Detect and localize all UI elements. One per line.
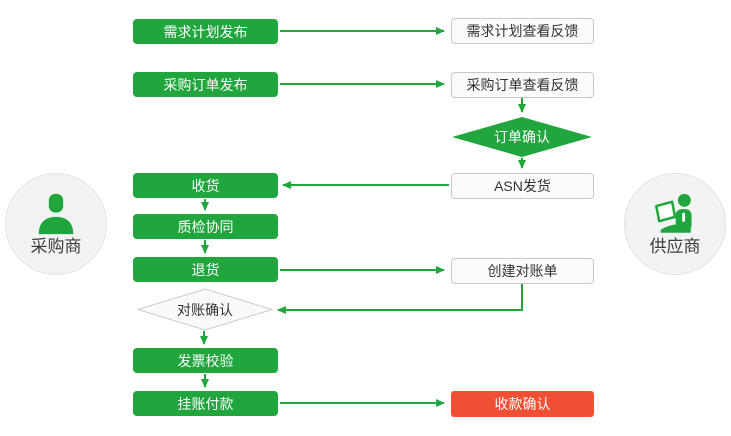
node-label: 创建对账单 (487, 263, 558, 279)
edge-statement-to-reconcile (277, 284, 523, 314)
actor-supplier: 供应商 (624, 173, 726, 275)
node-receive-goods: 收货 (133, 173, 278, 198)
node-label: ASN发货 (494, 178, 551, 194)
node-label: 采购订单查看反馈 (466, 77, 579, 93)
node-purchase-order-publish: 采购订单发布 (133, 72, 278, 97)
node-label: 收货 (191, 177, 220, 194)
person-laptop-icon (655, 193, 692, 233)
node-order-confirm: 订单确认 (452, 117, 592, 157)
node-demand-plan-feedback: 需求计划查看反馈 (451, 18, 594, 44)
diamond-shape (137, 288, 273, 331)
actor-supplier-label: 供应商 (649, 236, 701, 256)
node-reconciliation-confirm: 对账确认 (137, 288, 273, 331)
node-label: 对账确认 (177, 301, 233, 318)
node-purchase-order-feedback: 采购订单查看反馈 (451, 72, 594, 98)
actor-buyer-label: 采购商 (30, 236, 82, 256)
diamond-shape (452, 117, 592, 157)
actor-buyer: 采购商 (5, 173, 107, 275)
node-label: 需求计划发布 (163, 23, 248, 40)
node-label: 挂账付款 (177, 395, 234, 412)
person-icon (38, 193, 74, 234)
node-label: 订单确认 (494, 129, 550, 145)
node-create-statement: 创建对账单 (451, 258, 594, 284)
node-label: 采购订单发布 (163, 76, 248, 93)
node-quality-inspection: 质检协同 (133, 214, 278, 239)
node-demand-plan-publish: 需求计划发布 (133, 19, 278, 44)
node-label: 需求计划查看反馈 (466, 23, 579, 39)
node-label: 质检协同 (177, 218, 234, 235)
node-asn-shipment: ASN发货 (451, 173, 594, 199)
node-invoice-check: 发票校验 (133, 348, 278, 373)
node-label: 退货 (191, 261, 220, 278)
node-book-payment: 挂账付款 (133, 391, 278, 416)
node-label: 发票校验 (177, 352, 234, 369)
node-label: 收款确认 (494, 396, 551, 412)
node-return-goods: 退货 (133, 257, 278, 282)
node-receipt-confirm: 收款确认 (451, 391, 594, 417)
